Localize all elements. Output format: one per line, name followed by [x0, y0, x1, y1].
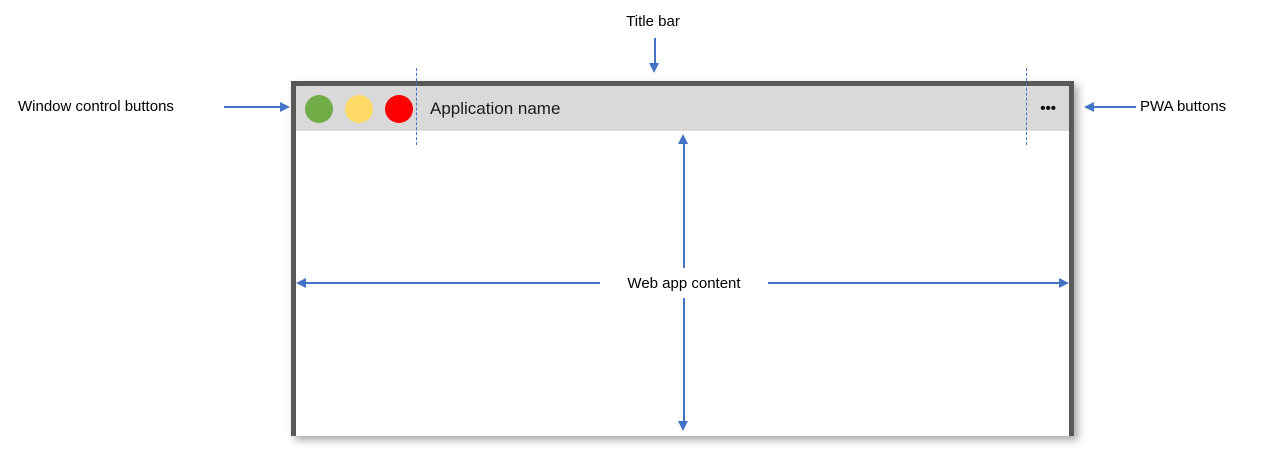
content-arrow-head-up-icon	[678, 134, 688, 144]
titlebar-left-boundary-dashed-line	[416, 68, 417, 145]
content-arrow-head-left-icon	[296, 278, 306, 288]
title-bar: Application name •••	[296, 86, 1069, 131]
window-control-buttons-label: Window control buttons	[18, 98, 174, 115]
window-control-button-yellow	[345, 94, 373, 123]
window-controls-arrow-line	[224, 106, 282, 108]
window-controls-arrow-head-right-icon	[280, 102, 290, 112]
application-name: Application name	[430, 98, 561, 118]
content-arrow-head-right-icon	[1059, 278, 1069, 288]
window-control-button-green	[305, 94, 333, 123]
titlebar-arrow-line	[654, 38, 656, 64]
content-arrow-head-down-icon	[678, 421, 688, 431]
web-app-content-label: Web app content	[627, 275, 741, 292]
pwa-buttons-label: PWA buttons	[1140, 98, 1227, 115]
titlebar-right-boundary-dashed-line	[1026, 68, 1027, 145]
content-arrow-line-down	[683, 298, 685, 421]
content-arrow-line-up	[683, 144, 685, 268]
title-bar-label: Title bar	[626, 13, 680, 30]
pwa-arrow-line	[1094, 106, 1136, 108]
window-control-button-red	[385, 94, 413, 123]
content-arrow-line-right	[768, 282, 1059, 284]
titlebar-arrow-head-down-icon	[649, 63, 659, 73]
pwa-arrow-head-left-icon	[1084, 102, 1094, 112]
content-arrow-line-left	[306, 282, 600, 284]
ellipsis-icon: •••	[1040, 100, 1056, 117]
